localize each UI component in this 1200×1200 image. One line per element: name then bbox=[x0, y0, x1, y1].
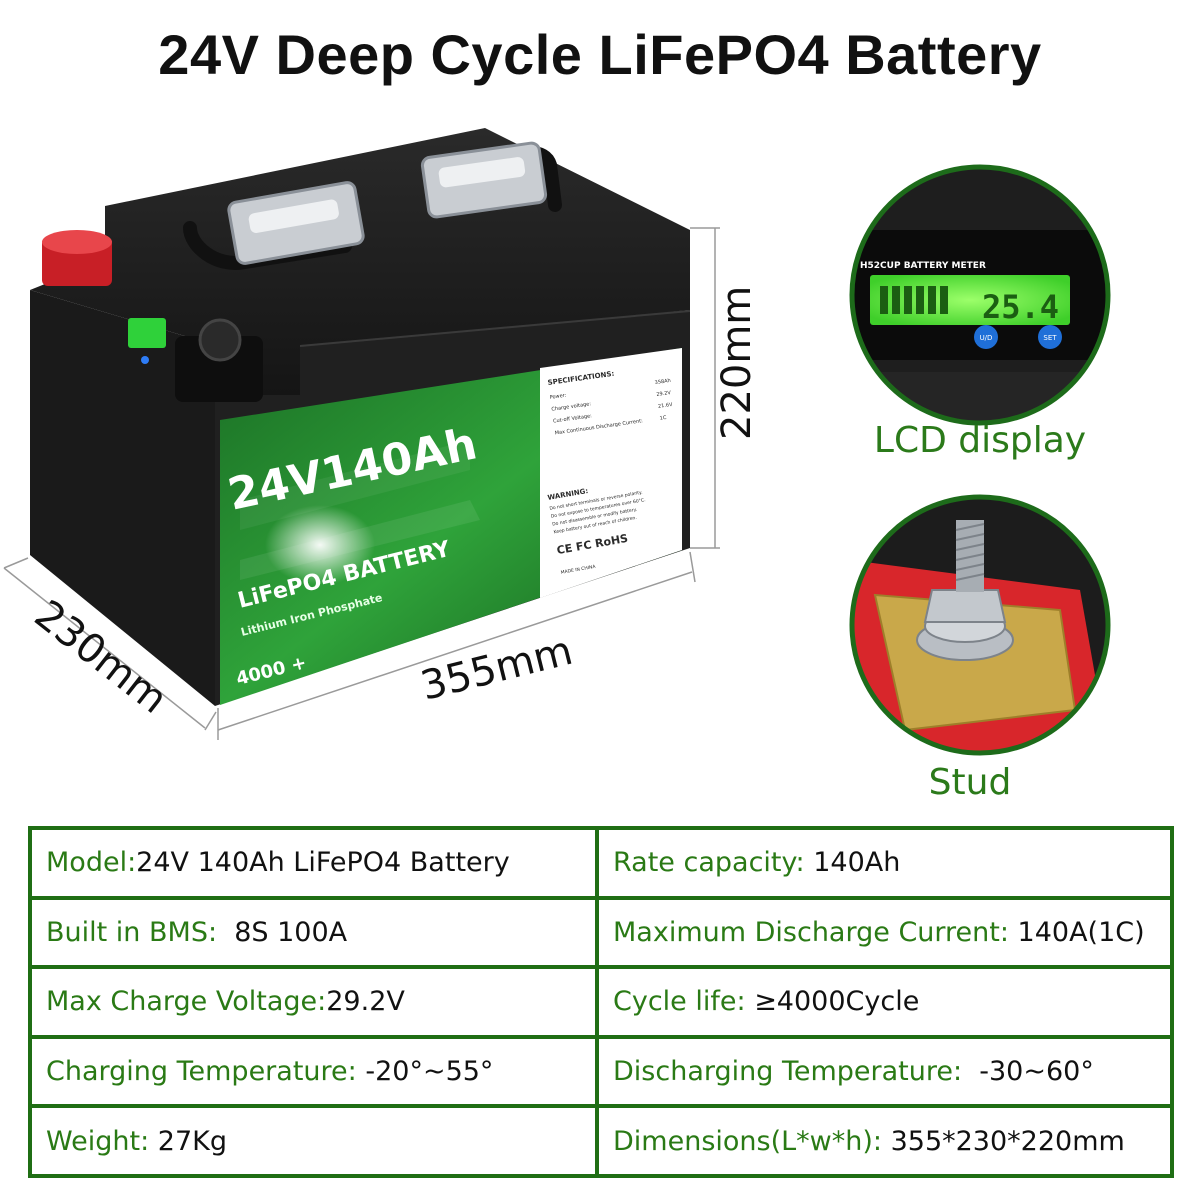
spec-label: Max Charge Voltage: bbox=[46, 986, 327, 1018]
spec-label: Charging Temperature: bbox=[46, 1056, 357, 1088]
spec-label: Weight: bbox=[46, 1125, 150, 1157]
lcd-reading: 25.4 bbox=[982, 288, 1059, 326]
label-spec-2-value: 29.2V bbox=[656, 390, 672, 398]
spec-label: Built in BMS: bbox=[46, 916, 218, 948]
spec-value: -30~60° bbox=[979, 1056, 1094, 1088]
positive-terminal bbox=[42, 230, 112, 286]
spec-value: 29.2V bbox=[326, 986, 405, 1018]
mini-lcd bbox=[128, 318, 166, 364]
battery-illustration: 24V140Ah LiFePO4 BATTERY Lithium Iron Ph… bbox=[3, 128, 1111, 756]
label-spec-3-label: Cut-off Voltage: bbox=[553, 413, 593, 424]
spec-label: Rate capacity: bbox=[613, 847, 805, 879]
lcd-set-button: SET bbox=[1043, 334, 1057, 342]
spec-cell-model: Model:24V 140Ah LiFePO4 Battery bbox=[28, 826, 599, 900]
lcd-meter-brand: H52CUP BATTERY METER bbox=[860, 261, 986, 271]
label-spec-1-value: 358Ah bbox=[654, 378, 671, 386]
spec-cell-discharging-temperature: Discharging Temperature: -30~60° bbox=[595, 1034, 1174, 1109]
spec-cell-charging-temperature: Charging Temperature: -20°~55° bbox=[28, 1034, 599, 1109]
lcd-callout: H52CUP BATTERY METER 25.4 U/D SET bbox=[849, 164, 1111, 426]
label-spec-1-label: Power: bbox=[549, 393, 567, 401]
handle-left bbox=[183, 181, 365, 270]
spec-value: ≥4000Cycle bbox=[754, 986, 920, 1018]
dimension-height: 220mm bbox=[714, 286, 760, 440]
spec-label: Cycle life: bbox=[613, 986, 746, 1018]
dimension-lines bbox=[3, 227, 720, 740]
label-spec-4-value: 1C bbox=[659, 415, 667, 422]
page-title: 24V Deep Cycle LiFePO4 Battery bbox=[158, 23, 1042, 86]
spec-label: Dimensions(L*w*h): bbox=[613, 1125, 882, 1157]
spec-value: -20°~55° bbox=[365, 1056, 494, 1088]
spec-value: 27Kg bbox=[157, 1125, 227, 1157]
label-spec-2-label: Charge voltage: bbox=[551, 401, 592, 413]
stud-callout bbox=[849, 494, 1111, 756]
spec-row: Max Charge Voltage:29.2V Cycle life: ≥40… bbox=[28, 965, 1174, 1039]
lcd-display-caption: LCD display bbox=[873, 420, 1087, 461]
label-spec-3-value: 21.6V bbox=[658, 402, 674, 410]
spec-cell-rate-capacity: Rate capacity: 140Ah bbox=[595, 826, 1174, 900]
dimension-length: 355mm bbox=[416, 628, 577, 710]
spec-label: Model: bbox=[46, 847, 137, 879]
spec-row: Built in BMS: 8S 100A Maximum Discharge … bbox=[28, 895, 1174, 970]
spec-cell-max-charge-voltage: Max Charge Voltage:29.2V bbox=[28, 965, 599, 1039]
spec-value: 140A(1C) bbox=[1017, 916, 1145, 948]
spec-cell-dimensions: Dimensions(L*w*h): 355*230*220mm bbox=[595, 1104, 1174, 1178]
spec-row: Charging Temperature: -20°~55° Dischargi… bbox=[28, 1034, 1174, 1109]
stud-caption: Stud bbox=[928, 762, 1012, 803]
spec-cell-weight: Weight: 27Kg bbox=[28, 1104, 599, 1178]
spec-label: Discharging Temperature: bbox=[613, 1056, 963, 1088]
spec-value: 8S 100A bbox=[234, 916, 348, 948]
spec-value: 355*230*220mm bbox=[890, 1125, 1125, 1157]
spec-table: Model:24V 140Ah LiFePO4 Battery Rate cap… bbox=[28, 826, 1174, 1178]
handle-right bbox=[420, 141, 562, 219]
spec-label: Maximum Discharge Current: bbox=[613, 916, 1009, 948]
spec-cell-bms: Built in BMS: 8S 100A bbox=[28, 895, 599, 970]
spec-value: 24V 140Ah LiFePO4 Battery bbox=[136, 847, 510, 879]
battery-label: 24V140Ah LiFePO4 BATTERY Lithium Iron Ph… bbox=[220, 348, 682, 705]
spec-cell-max-discharge-current: Maximum Discharge Current: 140A(1C) bbox=[595, 895, 1174, 970]
lcd-ud-button: U/D bbox=[980, 334, 993, 342]
spec-cell-cycle-life: Cycle life: ≥4000Cycle bbox=[595, 965, 1174, 1039]
negative-terminal bbox=[175, 318, 263, 402]
spec-value: 140Ah bbox=[813, 847, 901, 879]
spec-row: Model:24V 140Ah LiFePO4 Battery Rate cap… bbox=[28, 826, 1174, 900]
spec-row: Weight: 27Kg Dimensions(L*w*h): 355*230*… bbox=[28, 1104, 1174, 1178]
